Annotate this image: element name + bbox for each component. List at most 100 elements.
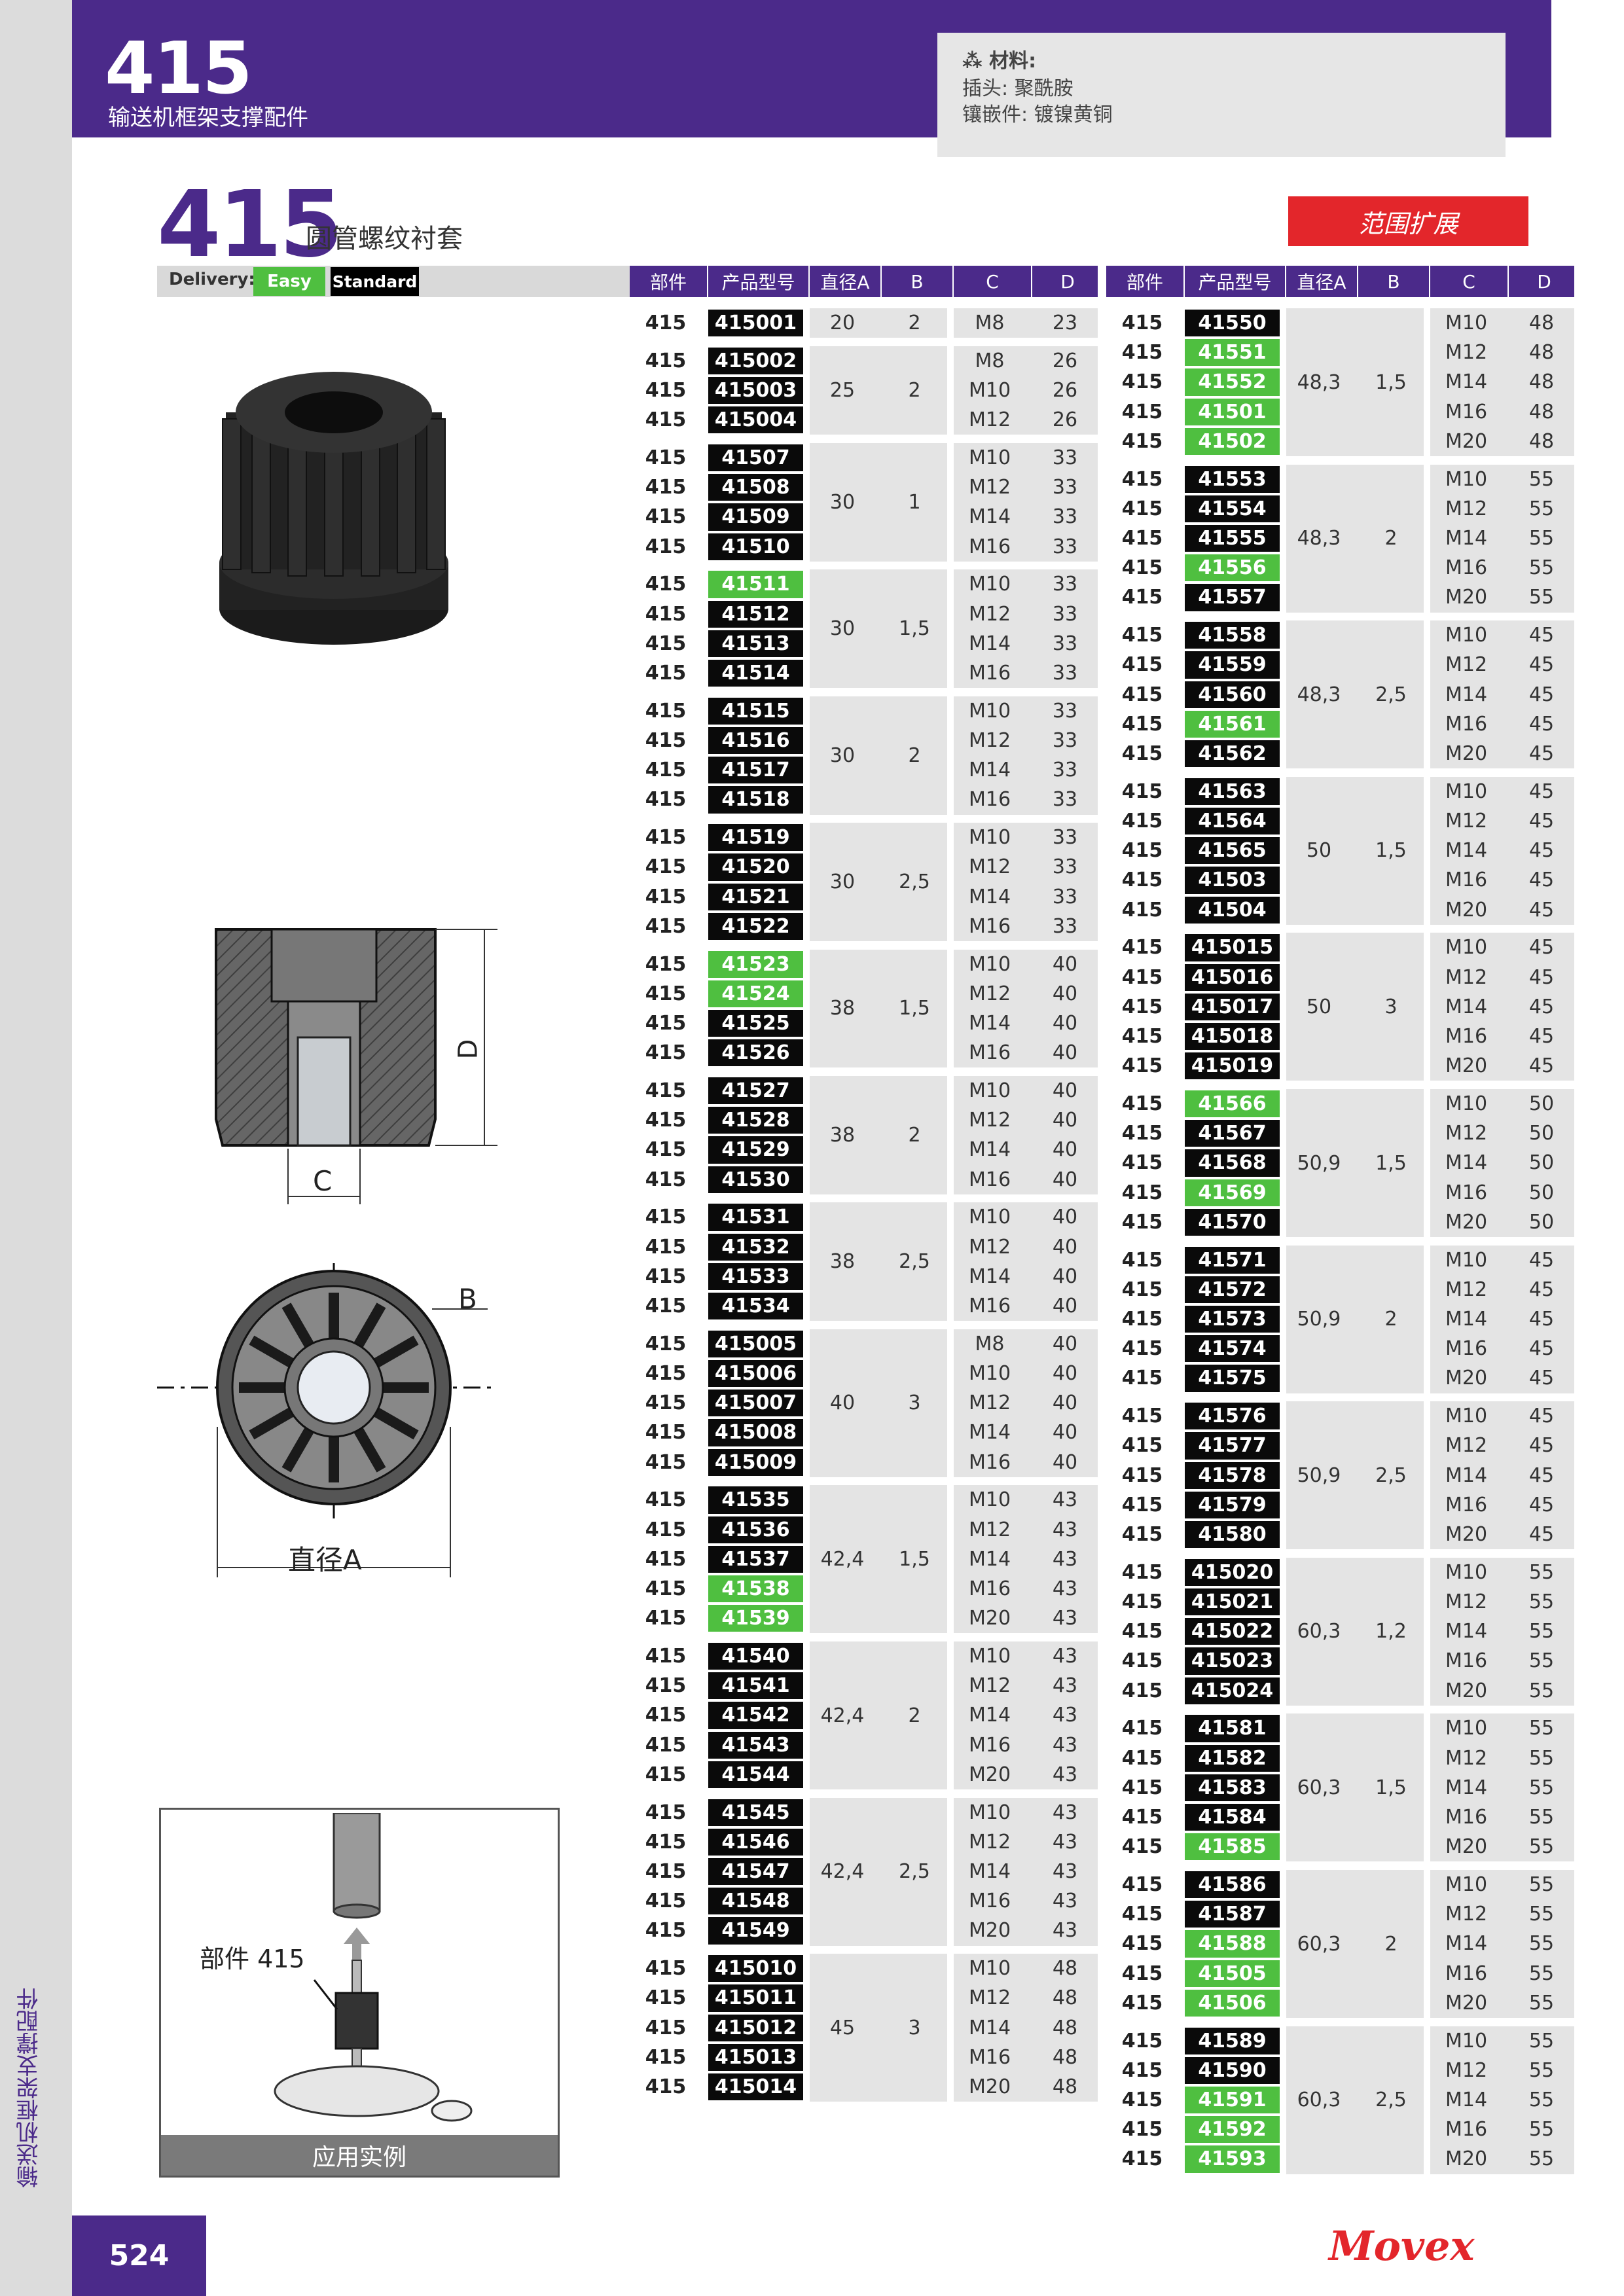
product-number: 415: [157, 171, 343, 278]
b-cell: 1,5: [1375, 370, 1407, 394]
column-header: 直径A: [810, 266, 882, 297]
product-code-cell: 41545: [708, 1799, 803, 1826]
b-cell: 2,5: [899, 870, 930, 894]
d-cell: 45: [1528, 1463, 1555, 1487]
d-cell: 48: [1052, 2045, 1078, 2069]
thread-cell: M20: [1445, 586, 1488, 609]
product-code-cell: 415011: [708, 1984, 803, 2012]
column-header: D: [1032, 266, 1104, 297]
thread-cell: M10: [968, 1079, 1011, 1103]
d-cell: 45: [1528, 1278, 1555, 1301]
part-cell: 415: [1121, 653, 1163, 677]
part-cell: 415: [645, 408, 687, 432]
d-cell: 55: [1528, 527, 1555, 550]
group-background: [1430, 1089, 1574, 1237]
delivery-standard-badge: Standard: [331, 267, 419, 296]
part-cell: 415: [645, 1986, 687, 2010]
product-code-cell: 41530: [708, 1166, 803, 1193]
group-background: [954, 346, 1098, 435]
thread-cell: M12: [968, 1391, 1011, 1415]
thread-cell: M12: [1445, 1278, 1488, 1301]
product-code-cell: 41540: [708, 1643, 803, 1670]
thread-cell: M12: [968, 855, 1011, 879]
product-code-cell: 41504: [1185, 896, 1280, 924]
product-code-cell: 41505: [1185, 1960, 1280, 1987]
part-cell: 415: [1121, 312, 1163, 335]
thread-cell: M16: [1445, 1025, 1488, 1049]
d-cell: 33: [1052, 535, 1078, 558]
part-cell: 415: [645, 914, 687, 938]
group-background: [1286, 620, 1424, 769]
part-cell: 415: [1121, 1434, 1163, 1458]
product-code-cell: 41506: [1185, 1989, 1280, 2017]
d-cell: 50: [1528, 1181, 1555, 1204]
part-cell: 415: [1121, 1590, 1163, 1614]
d-cell: 55: [1528, 2118, 1555, 2142]
page-number: 524: [109, 2239, 170, 2272]
product-code-cell: 41556: [1185, 554, 1280, 582]
part-cell: 415: [645, 349, 687, 372]
d-cell: 45: [1528, 1434, 1555, 1458]
part-cell: 415: [645, 1295, 687, 1318]
diameter-cell: 50,9: [1297, 1151, 1341, 1175]
b-cell: 2,5: [899, 1860, 930, 1884]
product-code-cell: 41538: [708, 1575, 803, 1603]
diameter-cell: 50: [1306, 839, 1332, 863]
group-background: [954, 696, 1098, 815]
header-number: 415: [105, 26, 253, 110]
thread-cell: M14: [968, 759, 1011, 782]
left-strip: [0, 0, 72, 2296]
d-cell: 33: [1052, 476, 1078, 499]
thread-cell: M20: [968, 2075, 1011, 2099]
product-code-cell: 41509: [708, 503, 803, 531]
part-cell: 415: [1121, 1278, 1163, 1301]
part-cell: 415: [1121, 1806, 1163, 1829]
b-cell: 2,5: [1375, 683, 1407, 706]
part-cell: 415: [1121, 2147, 1163, 2171]
thread-cell: M12: [1445, 341, 1488, 365]
d-cell: 45: [1528, 712, 1555, 736]
product-code-cell: 41529: [708, 1136, 803, 1164]
thread-cell: M10: [968, 1957, 1011, 1981]
column-header: 部件: [630, 266, 708, 297]
part-cell: 415: [1121, 1248, 1163, 1272]
thread-cell: M12: [968, 1518, 1011, 1541]
diameter-cell: 30: [829, 744, 856, 767]
part-cell: 415: [1121, 1405, 1163, 1428]
d-cell: 48: [1528, 400, 1555, 423]
part-cell: 415: [645, 1518, 687, 1541]
product-code-cell: 41589: [1185, 2027, 1280, 2054]
group-background: [810, 1797, 947, 1946]
d-cell: 40: [1052, 1012, 1078, 1035]
thread-cell: M14: [968, 1138, 1011, 1162]
b-cell: 1,2: [1375, 1620, 1407, 1643]
b-cell: 1: [908, 490, 921, 514]
d-cell: 55: [1528, 497, 1555, 520]
group-background: [954, 308, 1098, 338]
thread-cell: M20: [1445, 742, 1488, 766]
part-cell: 415: [1121, 1151, 1163, 1175]
group-background: [1286, 308, 1424, 456]
thread-cell: M10: [968, 1488, 1011, 1512]
group-background: [810, 1485, 947, 1634]
group-background: [1430, 1713, 1574, 1862]
column-header: 产品型号: [708, 266, 810, 297]
product-code-cell: 41546: [708, 1828, 803, 1856]
group-background: [954, 949, 1098, 1068]
thread-cell: M10: [1445, 624, 1488, 647]
product-code-cell: 415023: [1185, 1647, 1280, 1675]
diameter-cell: 25: [829, 379, 856, 403]
part-cell: 415: [1121, 341, 1163, 365]
diameter-cell: 50,9: [1297, 1463, 1341, 1487]
d-cell: 48: [1052, 1986, 1078, 2010]
d-cell: 43: [1052, 1763, 1078, 1786]
diameter-cell: 42,4: [820, 1704, 865, 1727]
section-drawing: [215, 928, 497, 1204]
product-code-cell: 415007: [708, 1390, 803, 1417]
b-cell: 2: [908, 744, 921, 767]
d-cell: 45: [1528, 683, 1555, 706]
thread-cell: M14: [1445, 527, 1488, 550]
dimension-label-c: C: [313, 1165, 333, 1197]
product-code-cell: 41539: [708, 1605, 803, 1632]
thread-cell: M14: [968, 505, 1011, 529]
